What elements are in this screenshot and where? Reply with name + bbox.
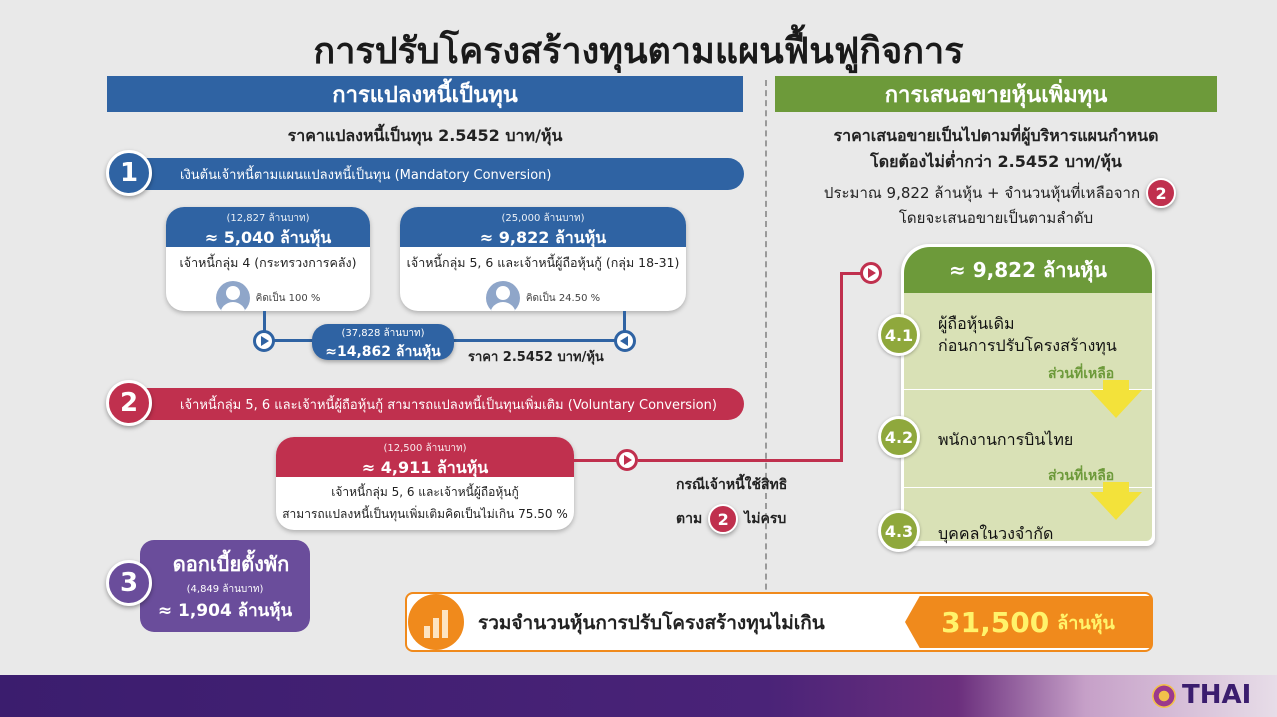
- footer-band: [0, 675, 1277, 717]
- group-person-icon: [485, 281, 520, 311]
- red-connector-a: [574, 459, 624, 462]
- step2-badge: 2: [106, 380, 152, 426]
- offer-note3: ประมาณ 9,822 ล้านหุ้น + จำนวนหุ้นที่เหลื…: [790, 178, 1210, 208]
- card-a-baht: (12,827 ล้านบาท): [226, 213, 310, 224]
- shortfall-note1: กรณีเจ้าหนี้ใช้สิทธิ: [676, 477, 788, 493]
- step1-sum: (37,828 ล้านบาท) ≈14,862 ล้านหุ้น: [312, 324, 454, 360]
- play-red-icon: [616, 449, 638, 471]
- connector-b: [623, 311, 626, 341]
- card-b-pct: คิดเป็น 24.50 %: [525, 292, 601, 304]
- item1-badge: 4.1: [878, 314, 920, 356]
- capital-offering-header: การเสนอขายหุ้นเพิ่มทุน: [775, 76, 1217, 112]
- chart-growth-icon: [408, 594, 464, 650]
- section-divider: [765, 80, 767, 640]
- red-connector-c: [840, 272, 843, 462]
- card-c-baht: (12,500 ล้านบาท): [383, 443, 467, 454]
- play-right-icon: [253, 330, 275, 352]
- card-c-desc2: สามารถแปลงหนี้เป็นทุนเพิ่มเติมคิดเป็นไม่…: [282, 507, 568, 521]
- item1-line2: ก่อนการปรับโครงสร้างทุน: [938, 336, 1117, 355]
- item2-remain: ส่วนที่เหลือ: [1048, 468, 1115, 484]
- voluntary-conversion-card: (12,500 ล้านบาท) ≈ 4,911 ล้านหุ้น เจ้าหน…: [276, 437, 574, 530]
- total-value: 31,500: [941, 605, 1050, 639]
- note2-prefix: ตาม: [676, 511, 703, 527]
- person-icon: [215, 281, 250, 311]
- step1-label: เงินต้นเจ้าหนี้ตามแผนแปลงหนี้เป็นทุน (Ma…: [180, 167, 552, 183]
- note2-badge: 2: [708, 504, 739, 534]
- card-a-pct: คิดเป็น 100 %: [255, 292, 321, 304]
- card-b-desc: เจ้าหนี้กลุ่ม 5, 6 และเจ้าหนี้ผู้ถือหุ้น…: [406, 255, 680, 270]
- conversion-price: ราคาแปลงหนี้เป็นทุน 2.5452 บาท/หุ้น: [287, 126, 563, 145]
- thai-logo-icon: [1152, 684, 1176, 708]
- total-value-box: 31,500 ล้านหุ้น: [905, 596, 1151, 648]
- down-arrow-1-icon: [1090, 380, 1142, 418]
- step3-shares: ≈ 1,904 ล้านหุ้น: [157, 601, 293, 621]
- offer-note2: โดยต้องไม่ต่ำกว่า 2.5452 บาท/หุ้น: [870, 152, 1122, 171]
- offer-note3-text: ประมาณ 9,822 ล้านหุ้น + จำนวนหุ้นที่เหลื…: [823, 184, 1141, 202]
- down-arrow-2-icon: [1090, 482, 1142, 520]
- note2-suffix: ไม่ครบ: [744, 511, 787, 527]
- item1-remain: ส่วนที่เหลือ: [1048, 366, 1115, 382]
- page-title: การปรับโครงสร้างทุนตามแผนฟื้นฟูกิจการ: [313, 31, 964, 72]
- play-left-icon: [614, 330, 636, 352]
- connector-a: [263, 311, 266, 341]
- step2-bar: เจ้าหนี้กลุ่ม 5, 6 และเจ้าหนี้ผู้ถือหุ้น…: [130, 388, 744, 420]
- offer-note4: โดยจะเสนอขายเป็นตามลำดับ: [898, 209, 1094, 227]
- step1-price: ราคา 2.5452 บาท/หุ้น: [468, 350, 604, 365]
- card-b-baht: (25,000 ล้านบาท): [501, 213, 585, 224]
- step2-label: เจ้าหนี้กลุ่ม 5, 6 และเจ้าหนี้ผู้ถือหุ้น…: [180, 397, 717, 413]
- offer-note1: ราคาเสนอขายเป็นไปตามที่ผู้บริหารแผนกำหนด: [833, 126, 1159, 145]
- debt-conversion-header: การแปลงหนี้เป็นทุน: [107, 76, 743, 112]
- step1-bar: เงินต้นเจ้าหนี้ตามแผนแปลงหนี้เป็นทุน (Ma…: [130, 158, 744, 190]
- item2-text: พนักงานการบินไทย: [938, 430, 1074, 449]
- sum-baht: (37,828 ล้านบาท): [341, 328, 425, 339]
- creditor-group4-card: (12,827 ล้านบาท) ≈ 5,040 ล้านหุ้น เจ้าหน…: [166, 207, 370, 311]
- item3-text: บุคคลในวงจำกัด: [938, 524, 1054, 543]
- total-label: รวมจำนวนหุ้นการปรับโครงสร้างทุนไม่เกิน: [478, 612, 825, 634]
- card-c-shares: ≈ 4,911 ล้านหุ้น: [361, 458, 489, 477]
- red-connector-d: [840, 272, 866, 275]
- offer-note3-badge: 2: [1146, 178, 1177, 208]
- card-b-shares: ≈ 9,822 ล้านหุ้น: [479, 228, 607, 247]
- step3-baht: (4,849 ล้านบาท): [186, 584, 264, 595]
- card-c-desc1: เจ้าหนี้กลุ่ม 5, 6 และเจ้าหนี้ผู้ถือหุ้น…: [331, 485, 519, 499]
- play-red-icon-2: [860, 262, 882, 284]
- step3-title: ดอกเบี้ยตั้งพัก: [172, 552, 290, 576]
- item1-line1: ผู้ถือหุ้นเดิม: [938, 314, 1015, 333]
- total-unit: ล้านหุ้น: [1057, 612, 1115, 634]
- card-a-shares: ≈ 5,040 ล้านหุ้น: [204, 228, 332, 247]
- sum-shares: ≈14,862 ล้านหุ้น: [325, 344, 441, 360]
- item2-badge: 4.2: [878, 416, 920, 458]
- offering-box-head: ≈ 9,822 ล้านหุ้น: [904, 247, 1152, 293]
- item3-badge: 4.3: [878, 510, 920, 552]
- step3-card: ดอกเบี้ยตั้งพัก (4,849 ล้านบาท) ≈ 1,904 …: [140, 540, 310, 632]
- item1-text: ผู้ถือหุ้นเดิม ก่อนการปรับโครงสร้างทุน: [938, 313, 1148, 357]
- card-a-desc: เจ้าหนี้กลุ่ม 4 (กระทรวงการคลัง): [179, 255, 357, 270]
- step3-badge: 3: [106, 560, 152, 606]
- creditor-group5-6-card: (25,000 ล้านบาท) ≈ 9,822 ล้านหุ้น เจ้าหน…: [400, 207, 686, 311]
- red-connector-b: [638, 459, 842, 462]
- step1-badge: 1: [106, 150, 152, 196]
- brand-name: THAI: [1182, 680, 1252, 710]
- shortfall-note2: ตาม 2 ไม่ครบ: [676, 504, 786, 534]
